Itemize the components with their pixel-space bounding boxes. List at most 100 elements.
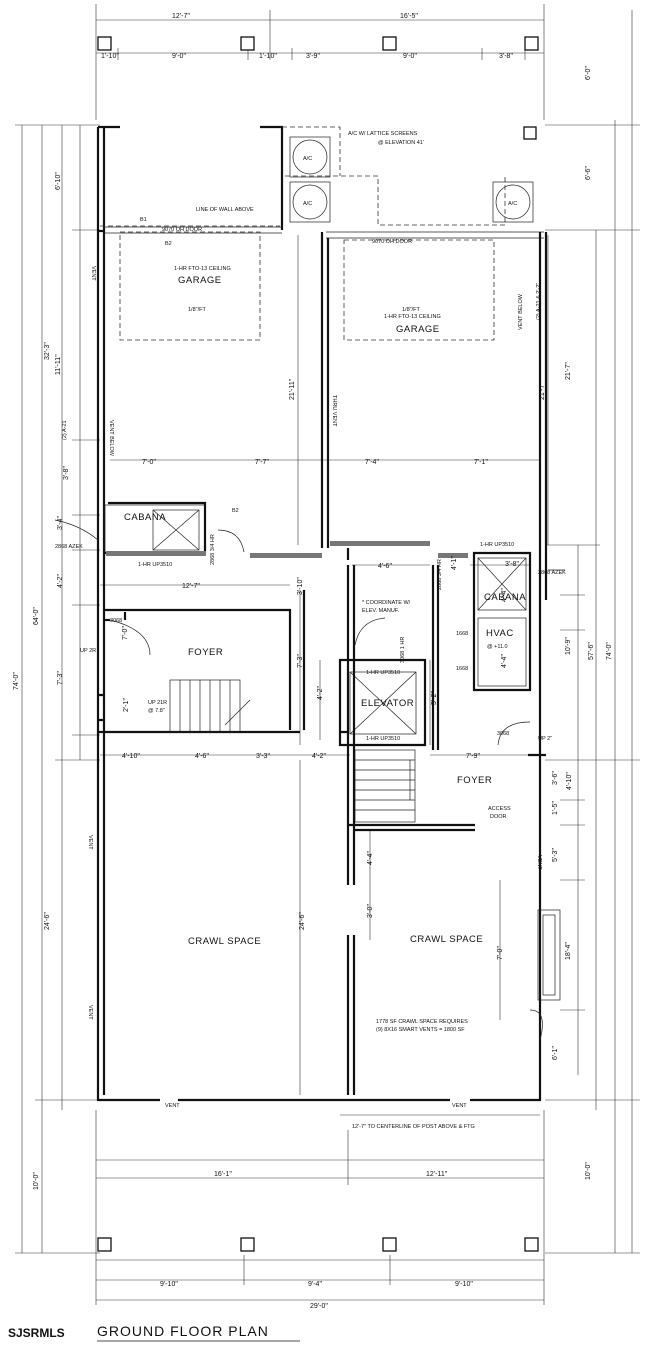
dim-right-small-5: 5'-3" xyxy=(552,848,559,862)
foyer-right-label: FOYER xyxy=(457,775,492,786)
elev-manuf-note: ELEV. MANUF. xyxy=(362,608,400,614)
door-3068-left: 3068 xyxy=(110,618,122,624)
ac-units xyxy=(289,136,534,223)
coordinate-note: * COORDINATE W/ xyxy=(362,600,411,606)
dim-int-0: 21'-11" xyxy=(289,378,296,400)
dimension-lines xyxy=(15,4,640,1305)
dim-int-18: 7'-9" xyxy=(466,753,480,760)
dim-top-seg-5: 3'-8" xyxy=(499,53,513,60)
foyer-left-label: FOYER xyxy=(188,647,223,658)
azek-left-note: 2868 AZEK xyxy=(55,544,83,550)
dim-top-seg-2: 1'-10" xyxy=(259,53,277,60)
vent-below-left: VENT BELOW xyxy=(108,420,114,457)
line-of-wall-note: LINE OF WALL ABOVE xyxy=(196,207,254,213)
door-swings xyxy=(54,519,565,1041)
dim-left-small-4: 4'-2" xyxy=(57,574,64,588)
access-door-note: ACCESS xyxy=(488,806,511,812)
vent-left-1: VENT xyxy=(90,266,96,281)
slope-right-note: 1/8"/FT xyxy=(402,307,420,313)
up-2-right-note: UP 2" xyxy=(538,736,552,742)
dim-int-3: 7'-7" xyxy=(255,459,269,466)
dim-int-9: 7'-3" xyxy=(297,654,304,668)
dim-int-14: 24'-6" xyxy=(299,912,306,930)
dim-left-small-6: 2'-1" xyxy=(123,698,130,712)
dim-int-17: 7'-0" xyxy=(497,946,504,960)
door-left-note: 9070 OH DOOR xyxy=(162,227,202,233)
annotations: A/C W/ LATTICE SCREENS @ ELEVATION 41' A… xyxy=(55,131,566,1130)
cabana-left-label: CABANA xyxy=(124,512,166,523)
dim-left-small-3: 3'-4" xyxy=(57,516,64,530)
garage-right-label: GARAGE xyxy=(396,324,440,335)
dim-int-16: 3'-0" xyxy=(367,904,374,918)
dim-left-small-0: 6'-10" xyxy=(55,172,62,190)
ceiling-right-note: 1-HR FTO-13 CEILING xyxy=(384,314,441,320)
dim-right-2: 21'-7" xyxy=(565,362,572,380)
dim-mid-0: 4'-10" xyxy=(122,753,140,760)
dim-bottom-1: 12'-11" xyxy=(426,1171,448,1178)
dashed-overlays xyxy=(100,126,506,341)
vent-below-right: VENT BELOW xyxy=(518,293,524,330)
dim-right-3: 10'-9" xyxy=(565,637,572,655)
dim-right-small-1: 4'-4" xyxy=(501,654,508,668)
dim-right-5: 10'-0" xyxy=(585,1162,592,1180)
door-right-note: 9070 OH DOOR xyxy=(372,239,412,245)
dim-int-2: 7'-0" xyxy=(142,459,156,466)
room-labels: GARAGE GARAGE CABANA CABANA FOYER FOYER … xyxy=(124,275,526,947)
ac-label-3: A/C xyxy=(508,201,517,207)
hr-left-note: 1-HR UP3510 xyxy=(138,562,172,568)
dim-int-19: 4'-4" xyxy=(501,588,508,602)
dim-right-small-6: 6'-1" xyxy=(552,1046,559,1060)
dim-int-8: 7'-0" xyxy=(122,626,129,640)
vent-bottom-left: VENT xyxy=(165,1103,180,1109)
dim-right-small-4: 1'-5" xyxy=(552,801,559,815)
dim-top-right: 16'-5" xyxy=(400,13,418,20)
ac-screens-note: A/C W/ LATTICE SCREENS xyxy=(348,131,418,137)
support-posts xyxy=(97,36,539,1252)
a21-right-note: (2) A-21 & 2'-2" xyxy=(536,283,542,320)
door-1668-top: 1668 xyxy=(456,631,468,637)
ac-label-1: A/C xyxy=(303,156,312,162)
dim-int-1: 21'-7" xyxy=(539,382,546,400)
crawl-space-left-label: CRAWL SPACE xyxy=(188,936,261,947)
dim-right-1: 6'-6" xyxy=(585,166,592,180)
access-door-note-2: DOOR xyxy=(490,814,507,820)
tag-b2-2: B2 xyxy=(232,508,239,514)
dim-right-small-2: 3'-6" xyxy=(552,771,559,785)
dim-bottom-2: 9'-10" xyxy=(160,1281,178,1288)
dim-right-mid-1: 74'-0" xyxy=(606,642,613,660)
dim-int-4: 7'-4" xyxy=(365,459,379,466)
dim-int-5: 7'-1" xyxy=(474,459,488,466)
door-3068-right: 3068 xyxy=(497,731,509,737)
tag-b2: B2 xyxy=(165,241,172,247)
elevator-label: ELEVATOR xyxy=(361,698,414,709)
dim-right-4: 18'-4" xyxy=(565,942,572,960)
azek-right-note: 2868 AZEK xyxy=(538,570,566,576)
dim-left-0: 74'-0" xyxy=(13,672,20,690)
dim-int-13: 4'-6" xyxy=(378,563,392,570)
up-2r-note: UP 2R xyxy=(80,648,96,654)
a21-left-note: (2) A-21 xyxy=(62,420,68,440)
up-21r-note: UP 21R xyxy=(148,700,167,706)
ac-label-2: A/C xyxy=(303,201,312,207)
dim-bottom-overall: 29'-0" xyxy=(310,1303,328,1310)
vent-crawl-left-1: VENT xyxy=(87,835,93,850)
hvac-elev-note: @ +11.0 xyxy=(487,644,508,650)
dim-bottom-0: 16'-1" xyxy=(214,1171,232,1178)
dim-left-3: 24'-6" xyxy=(44,912,51,930)
dim-top-left: 12'-7" xyxy=(172,13,190,20)
vent-crawl-left-2: VENT xyxy=(87,1005,93,1020)
mls-watermark: SJSRMLS xyxy=(8,1326,65,1340)
dim-right-small-0: 3'-8" xyxy=(505,561,519,568)
dim-right-mid-0: 57'-6" xyxy=(588,642,595,660)
dim-right-small-3: 4'-10" xyxy=(566,772,573,790)
thru-vent-note: THRU VENT xyxy=(331,395,337,427)
dim-int-15: 4'-4" xyxy=(367,851,374,865)
dim-right-0: 6'-0" xyxy=(585,66,592,80)
walls xyxy=(96,125,561,1102)
hr-elev-bot-note: 1-HR UP3510 xyxy=(366,736,400,742)
plan-title: GROUND FLOOR PLAN xyxy=(97,1323,269,1339)
crawl-vent-note-1: 1778 SF CRAWL SPACE REQUIRES xyxy=(376,1019,468,1025)
dim-mid-3: 4'-2" xyxy=(312,753,326,760)
ac-elevation-note: @ ELEVATION 41' xyxy=(378,140,424,146)
centerline-note: 12'-7" TO CENTERLINE OF POST ABOVE & FTG xyxy=(352,1124,475,1130)
